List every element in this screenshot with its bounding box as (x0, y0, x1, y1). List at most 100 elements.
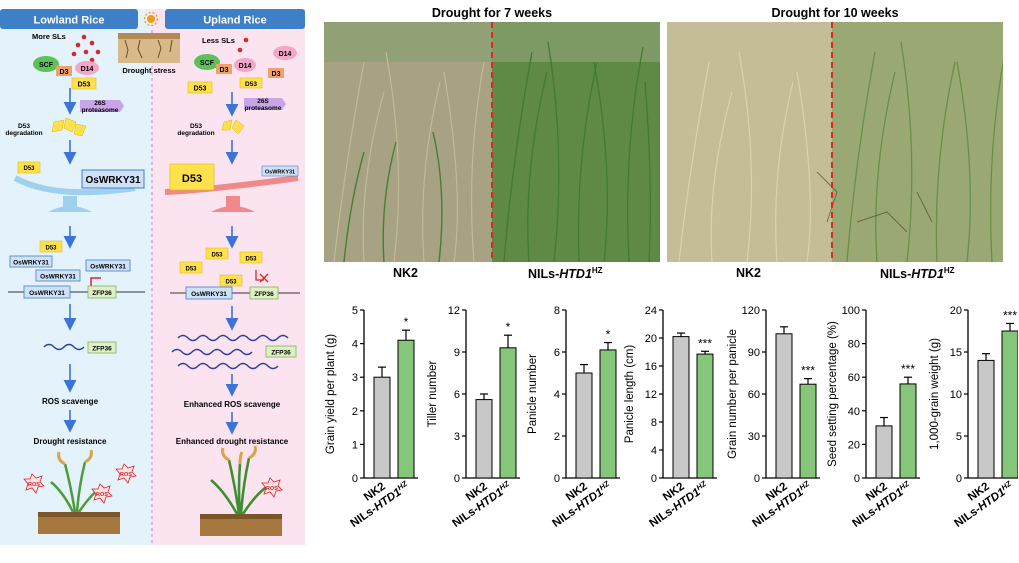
y-tick-label-6-3: 15 (950, 347, 962, 359)
y-tick-label-3-4: 16 (645, 361, 657, 373)
ros-label-left-2: ROS (120, 472, 132, 478)
y-tick-label-5-2: 40 (848, 406, 860, 418)
bind-oswrky31-2: OsWRKY31 (90, 264, 126, 271)
bar-2-1 (599, 349, 617, 479)
ros-star-icon-left-3: ROS (91, 483, 113, 504)
y-tick-label-2-1: 2 (554, 431, 560, 443)
less-sls-label: Less SLs (202, 36, 235, 45)
bind-d53-left: D53 (45, 246, 57, 252)
significance-4: *** (801, 364, 815, 378)
zfp36-gene-right: ZFP36 (254, 291, 274, 298)
drought-soil-icon (118, 33, 180, 63)
y-tick-label-3-1: 4 (651, 445, 657, 457)
y-tick-label-3-6: 24 (645, 305, 657, 317)
hz-superscript-2: HZ (943, 266, 955, 275)
y-tick-label-0-4: 4 (352, 339, 358, 351)
d3-left: D3 (60, 69, 69, 76)
balance-scale-left (13, 175, 136, 212)
d53-right-b: D53 (245, 81, 257, 88)
nils-prefix-2: NILs- (880, 267, 912, 282)
d53-fragments-icon (51, 117, 87, 137)
photo-label-nils-1: NILs-HTD1HZ (528, 266, 603, 281)
degradation-right-1: D53 (190, 123, 202, 130)
bar-5-0 (875, 425, 893, 479)
photo-label-nils-2: NILs-HTD1HZ (880, 266, 955, 281)
bar-6-1 (1001, 330, 1018, 479)
significance-1: * (506, 320, 511, 334)
d53-fragments-icon-right (221, 119, 245, 135)
y-tick-label-1-1: 3 (454, 431, 460, 443)
bind-oswrky31-1: OsWRKY31 (13, 260, 49, 267)
photo-title-10-weeks: Drought for 10 weeks (771, 6, 899, 20)
significance-3: *** (698, 336, 712, 350)
bar-0-1 (397, 339, 415, 479)
d3-free-right: D3 (272, 71, 281, 78)
bar-1-1 (499, 347, 517, 479)
y-tick-label-5-1: 20 (848, 439, 860, 451)
hz-superscript: HZ (591, 266, 603, 275)
drought-resistance-right: Enhanced drought resistance (176, 437, 289, 446)
drought-resistance-left: Drought resistance (34, 437, 107, 446)
more-sls-label: More SLs (32, 32, 66, 41)
significance-5: *** (901, 362, 915, 376)
y-axis-label-0: Grain yield per plant (g) (325, 334, 337, 454)
bind-d53-right-b: D53 (245, 257, 257, 263)
y-axis-label-2: Panicle number (527, 354, 539, 434)
y-tick-label-4-4: 120 (742, 305, 760, 317)
mrna-waves-right (171, 334, 289, 370)
scale-d53-left: D53 (23, 166, 35, 172)
scf-left: SCF (39, 62, 54, 69)
scale-d53-right: D53 (182, 173, 202, 185)
y-tick-label-6-0: 0 (956, 473, 962, 485)
field-photo-7-weeks (324, 22, 660, 262)
rice-plant-icon-right (200, 445, 282, 536)
htd1-italic-2: HTD1 (911, 267, 944, 282)
nils-prefix: NILs- (528, 267, 560, 282)
bar-0-0 (373, 376, 391, 479)
rice-plant-icon-left (38, 449, 120, 534)
degradation-left-2: degradation (5, 130, 42, 137)
y-tick-label-2-3: 6 (554, 347, 560, 359)
proteasome-right-2: proteasome (245, 105, 282, 112)
drought-stress-label: Drought stress (122, 66, 175, 75)
upland-header (165, 9, 305, 29)
ros-star-icon-right: ROS (261, 477, 283, 498)
d14-free-right: D14 (279, 51, 292, 58)
bar-2-0 (575, 372, 593, 479)
d3-right: D3 (220, 67, 229, 74)
bind-d53-right-c: D53 (185, 267, 197, 273)
mrna-wave-left (43, 343, 85, 351)
y-tick-label-4-3: 90 (748, 347, 760, 359)
y-tick-label-2-4: 8 (554, 305, 560, 317)
significance-0: * (404, 315, 409, 329)
ros-scavenge-left: ROS scavenge (42, 397, 99, 406)
photo-label-nk2-1: NK2 (393, 266, 419, 280)
degradation-left-1: D53 (18, 123, 30, 130)
y-tick-label-1-3: 9 (454, 347, 460, 359)
y-axis-label-4: Grain number per panicle (727, 329, 739, 459)
y-tick-label-2-2: 4 (554, 389, 560, 401)
zfp36-gene-left: ZFP36 (92, 290, 112, 297)
proteasome-left-1: 26S (94, 100, 106, 107)
d53-right-a: D53 (194, 86, 207, 93)
d53-left: D53 (78, 82, 91, 89)
bar-3-1 (696, 353, 714, 479)
field-photo-10-weeks (667, 22, 1003, 262)
y-tick-label-1-4: 12 (448, 305, 460, 317)
lowland-header (0, 9, 138, 29)
bind-d53-right-a: D53 (211, 253, 223, 259)
bar-5-1 (899, 383, 917, 479)
d14-right: D14 (239, 63, 252, 70)
proteasome-right-1: 26S (257, 98, 269, 105)
y-tick-label-0-1: 1 (352, 439, 358, 451)
sun-icon (143, 11, 159, 27)
y-axis-label-5: Seed setting percentage (%) (827, 321, 839, 467)
bar-3-0 (672, 336, 690, 479)
d14-left: D14 (81, 66, 94, 73)
bar-4-1 (799, 383, 817, 479)
y-tick-label-5-3: 60 (848, 372, 860, 384)
y-tick-label-3-2: 8 (651, 417, 657, 429)
y-tick-label-1-2: 6 (454, 389, 460, 401)
photo-label-nk2-2: NK2 (736, 266, 762, 280)
bar-6-0 (977, 359, 995, 479)
